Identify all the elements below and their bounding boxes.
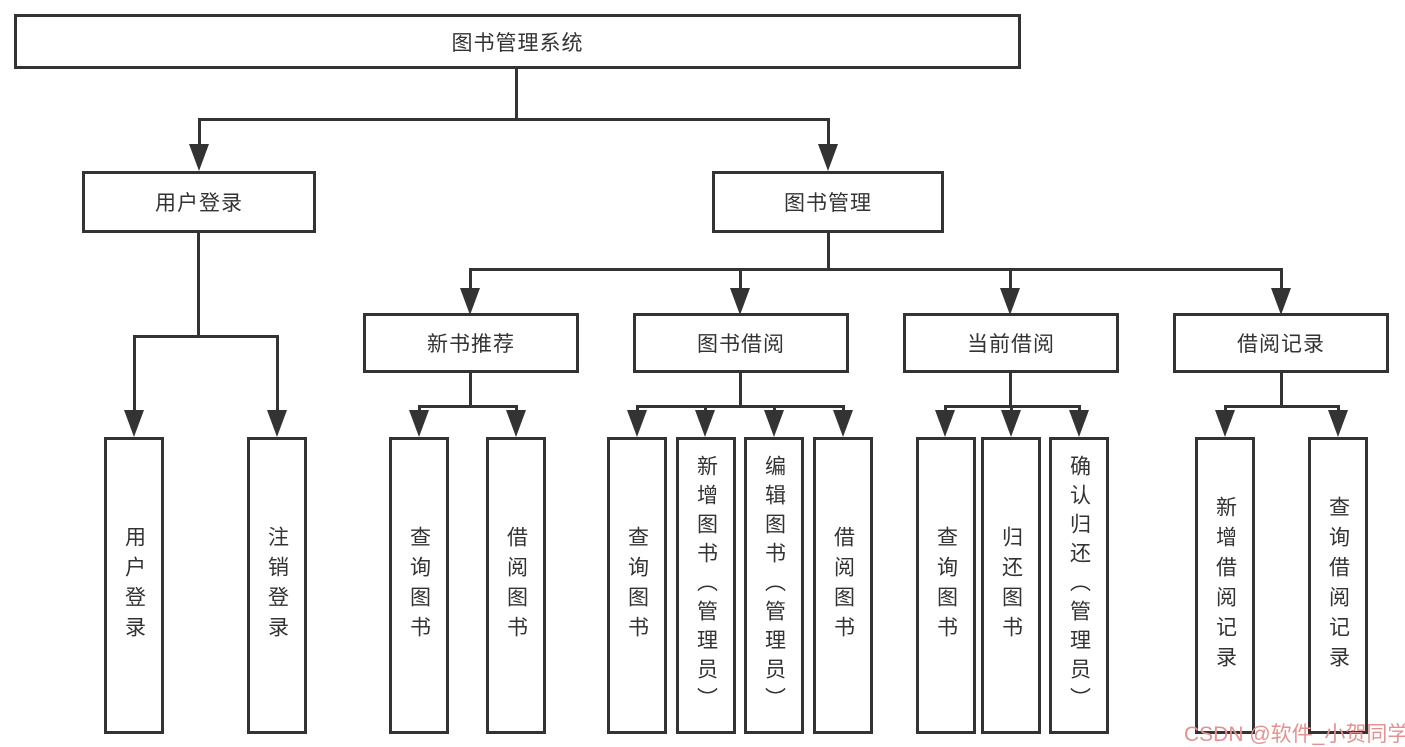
- node-leaf-borrow-books-2-label: 借阅图书: [831, 525, 855, 646]
- connector-line: [418, 405, 518, 408]
- connector-line: [773, 405, 776, 413]
- connector-arrow: [1271, 288, 1291, 315]
- connector-line: [827, 118, 830, 146]
- connector-line: [636, 405, 639, 413]
- connector-line: [1224, 405, 1340, 408]
- node-leaf-user-login: 用户登录: [104, 437, 164, 734]
- connector-line: [197, 233, 200, 338]
- connector-line: [418, 405, 421, 413]
- node-book-management-label: 图书管理: [784, 192, 872, 215]
- connector-line: [469, 373, 472, 408]
- node-leaf-add-book-admin: 新增图书（管理员）: [676, 437, 736, 734]
- connector-line: [515, 405, 518, 413]
- node-leaf-query-books-1: 查询图书: [389, 437, 449, 734]
- node-leaf-add-borrow-record-label: 新增借阅记录: [1213, 495, 1237, 676]
- node-leaf-confirm-return-admin: 确认归还（管理员）: [1049, 437, 1109, 734]
- connector-line: [704, 405, 707, 413]
- node-new-book-recommend-label: 新书推荐: [427, 333, 515, 356]
- node-leaf-borrow-books-1-label: 借阅图书: [504, 525, 528, 646]
- connector-arrow: [935, 410, 955, 437]
- connector-line: [469, 268, 1283, 271]
- connector-line: [1224, 405, 1227, 413]
- connector-arrow: [506, 410, 526, 437]
- connector-arrow: [1215, 410, 1235, 437]
- node-leaf-add-borrow-record: 新增借阅记录: [1195, 437, 1255, 734]
- connector-line: [944, 405, 947, 413]
- csdn-watermark: CSDN @软件_小贺同学: [1184, 723, 1405, 746]
- connector-arrow: [1328, 410, 1348, 437]
- node-leaf-logout: 注销登录: [247, 437, 307, 734]
- node-leaf-user-login-label: 用户登录: [122, 525, 146, 646]
- connector-line: [133, 335, 136, 412]
- node-user-login-label: 用户登录: [155, 192, 243, 215]
- connector-line: [133, 335, 279, 338]
- node-current-borrow-label: 当前借阅: [967, 333, 1055, 356]
- node-root-label: 图书管理系统: [451, 31, 584, 55]
- node-book-management: 图书管理: [712, 171, 944, 233]
- node-book-borrow: 图书借阅: [633, 313, 849, 373]
- connector-arrow: [818, 144, 838, 171]
- connector-arrow: [267, 410, 287, 437]
- connector-arrow: [764, 410, 784, 437]
- connector-line: [739, 268, 742, 290]
- connector-line: [1280, 373, 1283, 408]
- connector-arrow: [189, 144, 209, 171]
- connector-line: [1280, 268, 1283, 290]
- connector-arrow: [695, 410, 715, 437]
- connector-arrow: [409, 410, 429, 437]
- node-leaf-return-book-label: 归还图书: [999, 525, 1023, 646]
- node-leaf-query-books-1-label: 查询图书: [407, 525, 431, 646]
- connector-line: [1010, 405, 1013, 413]
- connector-line: [842, 405, 845, 413]
- node-leaf-query-books-2-label: 查询图书: [625, 525, 649, 646]
- node-leaf-edit-book-admin: 编辑图书（管理员）: [744, 437, 804, 734]
- node-leaf-borrow-books-2: 借阅图书: [813, 437, 873, 734]
- node-leaf-query-books-3-label: 查询图书: [934, 525, 958, 646]
- node-leaf-logout-label: 注销登录: [265, 525, 289, 646]
- connector-line: [739, 373, 742, 408]
- node-borrow-records-label: 借阅记录: [1237, 333, 1325, 356]
- connector-arrow: [460, 288, 480, 315]
- connector-line: [276, 335, 279, 412]
- node-leaf-query-borrow-record-label: 查询借阅记录: [1326, 495, 1350, 676]
- connector-line: [1009, 373, 1012, 408]
- connector-line: [1009, 268, 1012, 290]
- node-leaf-query-books-3: 查询图书: [916, 437, 976, 734]
- connector-arrow: [124, 410, 144, 437]
- connector-line: [198, 118, 830, 121]
- connector-arrow: [1001, 410, 1021, 437]
- node-leaf-edit-book-admin-label: 编辑图书（管理员）: [762, 455, 786, 716]
- connector-line: [469, 268, 472, 290]
- connector-line: [1337, 405, 1340, 413]
- connector-arrow: [730, 288, 750, 315]
- node-root: 图书管理系统: [14, 14, 1021, 69]
- node-current-borrow: 当前借阅: [903, 313, 1119, 373]
- node-new-book-recommend: 新书推荐: [363, 313, 579, 373]
- node-leaf-query-books-2: 查询图书: [607, 437, 667, 734]
- node-user-login: 用户登录: [82, 171, 316, 233]
- connector-line: [198, 118, 201, 146]
- connector-line: [827, 233, 830, 271]
- node-book-borrow-label: 图书借阅: [697, 333, 785, 356]
- connector-line: [1078, 405, 1081, 413]
- connector-arrow: [627, 410, 647, 437]
- node-leaf-query-borrow-record: 查询借阅记录: [1308, 437, 1368, 734]
- connector-arrow: [833, 410, 853, 437]
- connector-arrow: [1069, 410, 1089, 437]
- node-leaf-add-book-admin-label: 新增图书（管理员）: [694, 455, 718, 716]
- connector-line: [636, 405, 845, 408]
- node-leaf-borrow-books-1: 借阅图书: [486, 437, 546, 734]
- connector-arrow: [1000, 288, 1020, 315]
- node-leaf-return-book: 归还图书: [981, 437, 1041, 734]
- node-borrow-records: 借阅记录: [1173, 313, 1389, 373]
- connector-line: [515, 69, 518, 121]
- node-leaf-confirm-return-admin-label: 确认归还（管理员）: [1067, 455, 1091, 716]
